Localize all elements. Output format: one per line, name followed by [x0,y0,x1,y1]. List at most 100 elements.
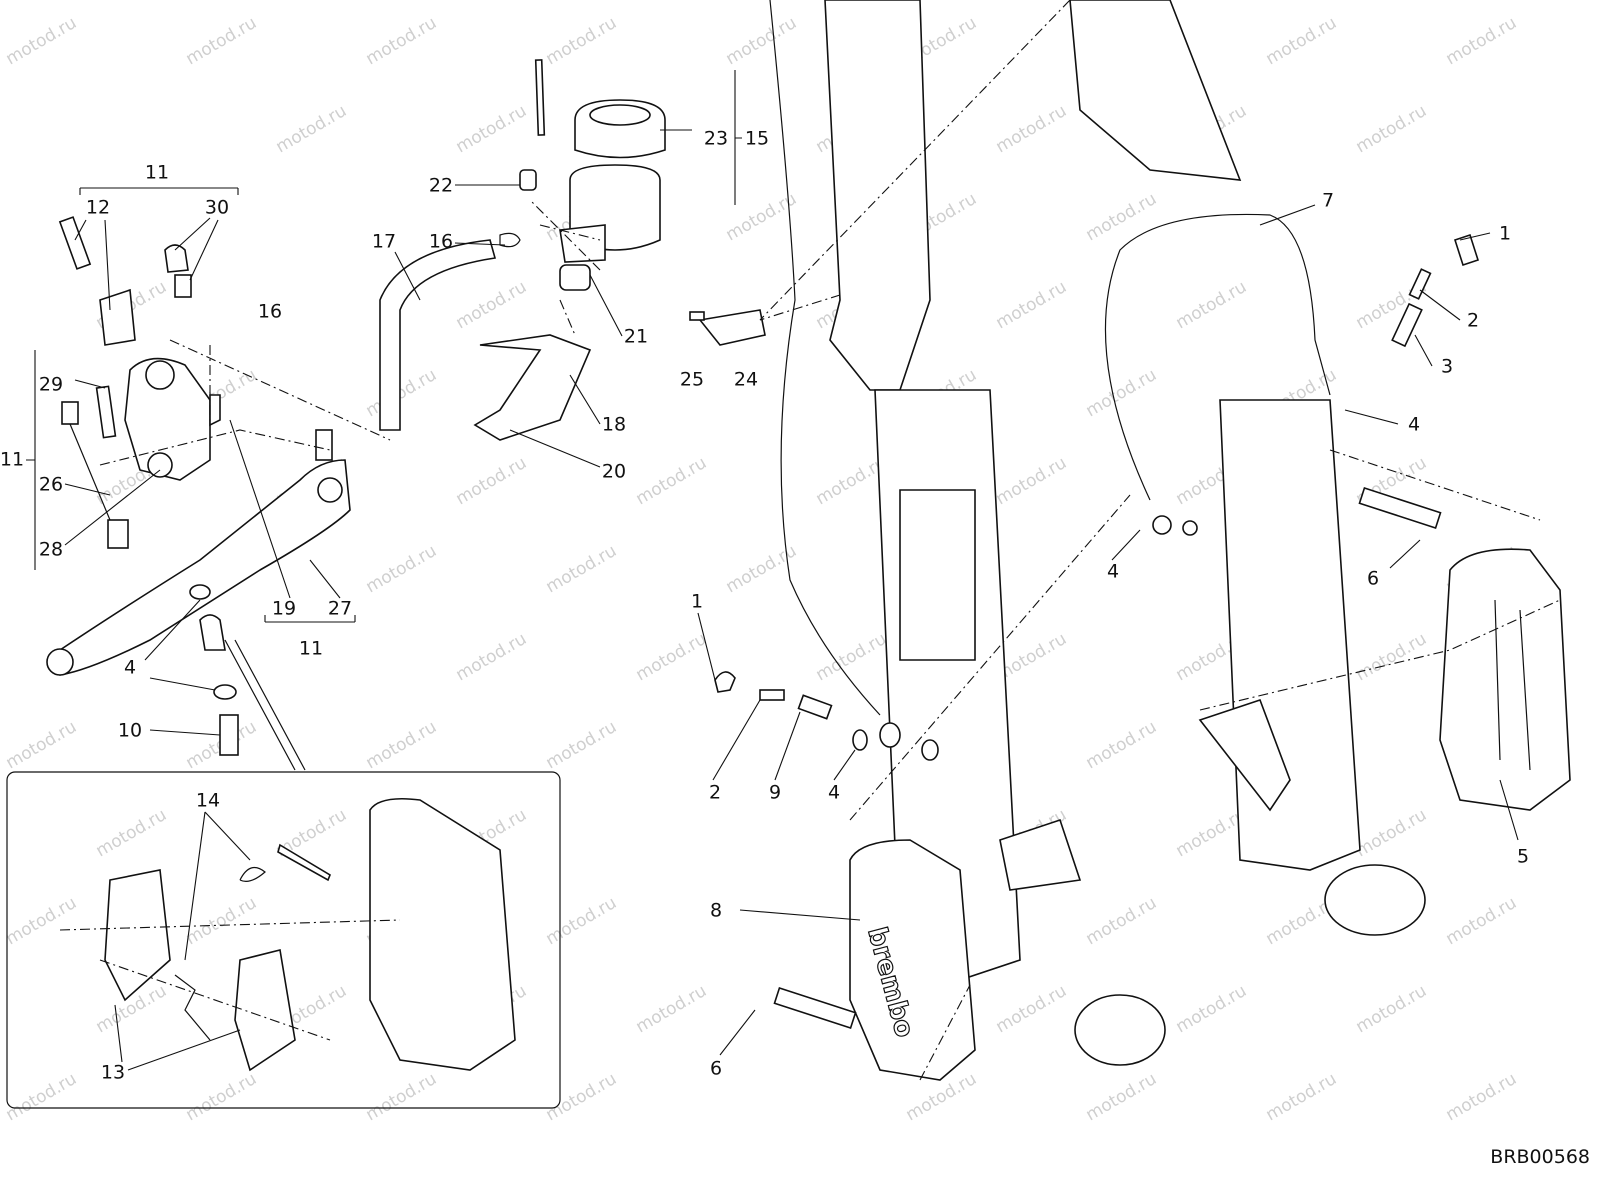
callout-label: 16 [429,231,453,253]
watermark-text: motod.ru [543,13,621,69]
watermark-text: motod.ru [453,453,531,509]
callout-label: 1 [1499,223,1511,245]
watermark-text: motod.ru [363,541,441,597]
brake-pad-inset-frame [6,771,561,1109]
callout-label: 18 [602,414,626,436]
brake-hose [769,0,1331,716]
callout-label: 13 [101,1062,125,1084]
watermark-text: motod.ru [363,365,441,421]
callout-label: 27 [328,598,352,620]
callout-label: 4 [1107,561,1119,583]
banjo-bolt-and-hose-left [189,584,306,771]
watermark-text: motod.ru [1263,13,1341,69]
watermark-text: motod.ru [3,717,81,773]
watermark-text: motod.ru [723,13,801,69]
watermark-text: motod.ru [453,277,531,333]
watermark-text: motod.ru [1083,893,1161,949]
callout-label: 14 [196,790,220,812]
alignment-lines [59,0,1561,1081]
watermark-text: motod.ru [363,1069,441,1125]
callout-label: 15 [745,128,769,150]
watermark-text: motod.ru [993,981,1071,1037]
callout-label: 11 [299,638,323,660]
watermark-text: motod.ru [3,893,81,949]
callout-label: 4 [1408,414,1420,436]
brake-light-switch [61,385,129,549]
watermark-text: motod.ru [183,1069,261,1125]
brake-lever [46,429,351,676]
watermark-text: motod.ru [1173,981,1251,1037]
callout-label: 16 [258,301,282,323]
callout-label: 1 [691,591,703,613]
callout-label: 9 [769,782,781,804]
front-fork [824,0,1426,1066]
watermark-text: motod.ru [1173,277,1251,333]
watermark-text: motod.ru [543,541,621,597]
brake-caliper-right [1358,487,1571,811]
callout-label: 28 [39,539,63,561]
watermark-text: motod.ru [1263,1069,1341,1125]
watermark-text: motod.ru [543,1069,621,1125]
callout-label: 6 [1367,568,1379,590]
watermark-text: motod.ru [453,101,531,157]
watermark-text: motod.ru [3,1069,81,1125]
drawing-code: BRB00568 [1490,1146,1590,1168]
brake-caliper-left: brembo [773,839,976,1081]
callout-label: 20 [602,461,626,483]
callout-label: 11 [0,449,24,471]
inset-caliper-and-pads [104,797,516,1072]
callout-label: 4 [828,782,840,804]
watermark-text: motod.ru [93,805,171,861]
callout-leaders [26,70,1519,1071]
brake-fluid-reservoir [379,59,666,441]
watermark-text: motod.ru [1083,365,1161,421]
watermark-text: motod.ru [633,629,711,685]
watermark-text: motod.ru [453,629,531,685]
callout-label: 3 [1441,356,1453,378]
callout-label: 12 [86,197,110,219]
callout-label: 21 [624,326,648,348]
callout-label: 8 [710,900,722,922]
watermark-text: motod.ru [3,13,81,69]
watermark-text: motod.ru [993,277,1071,333]
callout-label: 7 [1322,190,1334,212]
callout-label: 17 [372,231,396,253]
watermark-text: motod.ru [543,717,621,773]
callout-label: 19 [272,598,296,620]
callout-label: 26 [39,474,63,496]
watermark-text: motod.ru [633,981,711,1037]
watermark-text: motod.ru [1443,1069,1521,1125]
watermark-text: motod.ru [993,101,1071,157]
callout-label: 5 [1517,846,1529,868]
watermark-text: motod.ru [993,453,1071,509]
watermark-text: motod.ru [633,453,711,509]
watermark-text: motod.ru [543,893,621,949]
watermark-text: motod.ru [273,101,351,157]
brake-master-cylinder [58,216,221,481]
callout-label: 25 [680,369,704,391]
callout-label: 6 [710,1058,722,1080]
callout-label: 29 [39,374,63,396]
callout-label: 30 [205,197,229,219]
watermark-text: motod.ru [1353,805,1431,861]
watermark-text: motod.ru [1353,101,1431,157]
callout-label: 23 [704,128,728,150]
watermark-text: motod.ru [363,13,441,69]
watermark-text: motod.ru [363,717,441,773]
callout-label: 2 [1467,310,1479,332]
callout-label: 22 [429,175,453,197]
callout-label: 11 [145,162,169,184]
callout-label: 24 [734,369,758,391]
watermark-text: motod.ru [1443,13,1521,69]
watermark-text: motod.ru [1083,1069,1161,1125]
watermark-text: motod.ru [1353,981,1431,1037]
callout-label: 2 [709,782,721,804]
bleeder-and-banjo-right [689,233,1480,761]
watermark-text: motod.ru [183,13,261,69]
callout-label: 4 [124,657,136,679]
watermark-text: motod.ru [1443,893,1521,949]
watermark-text: motod.ru [813,629,891,685]
